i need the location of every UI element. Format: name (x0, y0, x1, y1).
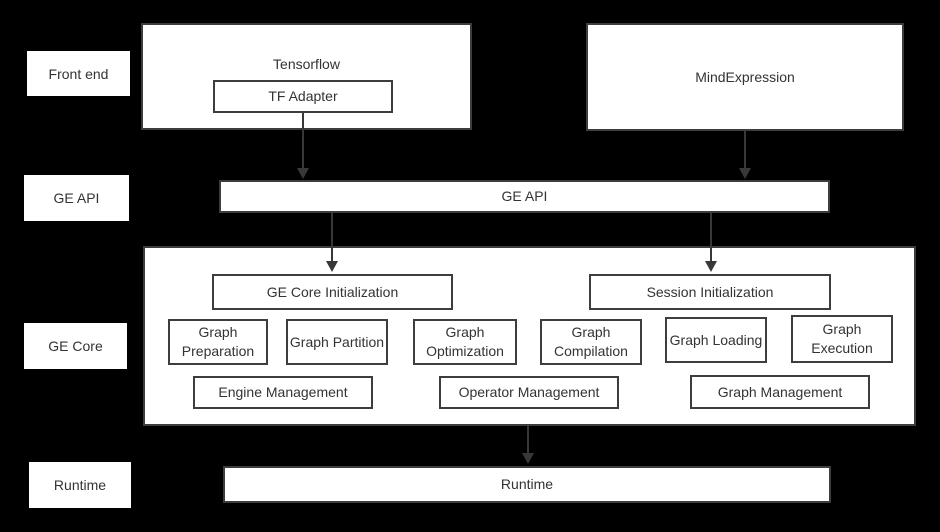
arrow-tf-adapter-to-ge-api (297, 113, 309, 179)
arrow-down-icon (705, 261, 717, 272)
arrow-ge-core-to-runtime (522, 426, 534, 464)
layer-label-runtime: Runtime (29, 462, 131, 508)
tensorflow-box: Tensorflow TF Adapter (141, 23, 472, 130)
arrow-shaft (331, 213, 333, 262)
operator-management-box: Operator Management (439, 376, 619, 409)
graph-loading-box: Graph Loading (665, 317, 767, 363)
session-initialization-box: Session Initialization (589, 274, 831, 310)
layer-label-ge-core: GE Core (24, 323, 127, 369)
graph-compilation-box: Graph Compilation (540, 319, 642, 365)
arrow-shaft (527, 426, 529, 454)
arrow-down-icon (739, 168, 751, 179)
graph-partition-box: Graph Partition (286, 319, 388, 365)
arrow-ge-api-to-session-initialization (705, 213, 717, 272)
engine-management-box: Engine Management (193, 376, 373, 409)
ge-api-bar: GE API (219, 180, 830, 213)
arrow-down-icon (297, 168, 309, 179)
tf-adapter-box: TF Adapter (213, 80, 393, 113)
ge-core-initialization-box: GE Core Initialization (212, 274, 453, 310)
arrow-ge-api-to-ge-core-initialization (326, 213, 338, 272)
graph-management-box: Graph Management (690, 375, 870, 409)
arrow-down-icon (522, 453, 534, 464)
ge-core-box: GE Core Initialization Session Initializ… (143, 246, 916, 426)
graph-execution-box: Graph Execution (791, 315, 893, 363)
arrow-shaft (710, 213, 712, 262)
arrow-mindexpression-to-ge-api (739, 131, 751, 179)
graph-optimization-box: Graph Optimization (413, 319, 517, 365)
layer-label-front-end: Front end (27, 51, 130, 96)
arrow-down-icon (326, 261, 338, 272)
layer-label-ge-api: GE API (24, 175, 129, 221)
mindexpression-box: MindExpression (586, 23, 904, 131)
runtime-bar: Runtime (223, 466, 831, 503)
tensorflow-label: Tensorflow (273, 56, 340, 72)
arrow-shaft (744, 131, 746, 169)
arrow-shaft (302, 113, 304, 169)
graph-preparation-box: Graph Preparation (168, 319, 268, 365)
